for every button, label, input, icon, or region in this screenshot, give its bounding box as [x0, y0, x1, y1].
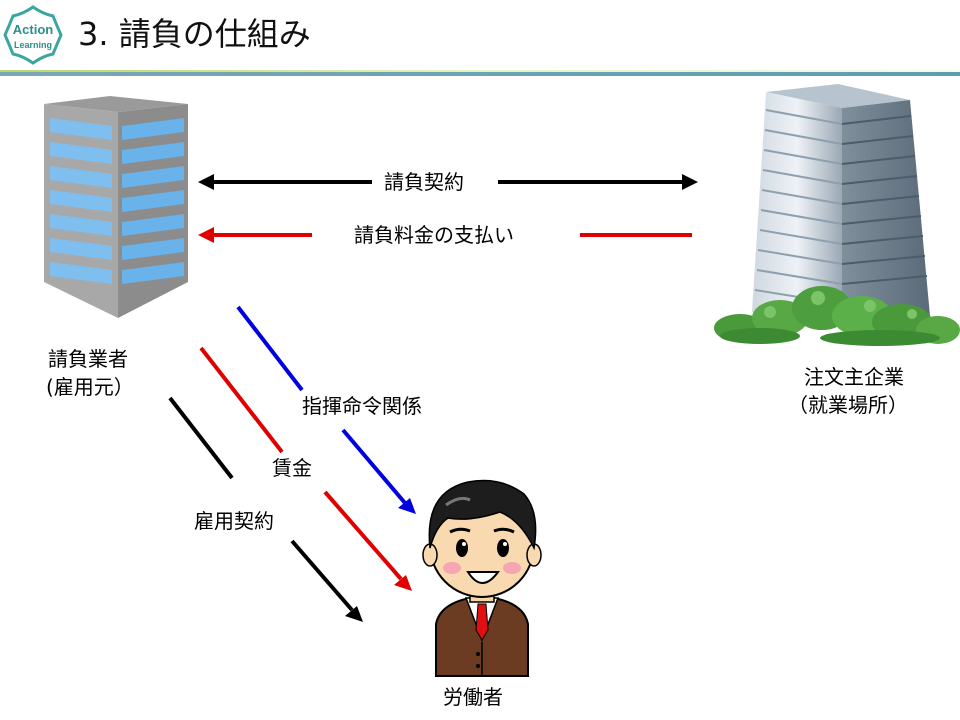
worker-figure-icon [422, 479, 542, 677]
payment-label: 請負料金の支払い [354, 223, 514, 247]
wage-arrow [199, 346, 412, 591]
contract-label: 請負契約 [384, 170, 464, 194]
svg-text:Action: Action [13, 22, 54, 37]
employment-label: 雇用契約 [188, 508, 280, 534]
command-arrow [236, 305, 416, 514]
client-label-line1: 注文主企業 [804, 365, 904, 389]
worker-label: 労働者 [443, 685, 503, 709]
contractor-label-line1: 請負業者 [48, 347, 128, 371]
page-title: 3. 請負の仕組み [78, 15, 311, 53]
svg-text:Learning: Learning [14, 40, 52, 50]
contractor-building-icon [44, 96, 188, 318]
client-building-icon [752, 84, 930, 326]
command-label: 指揮命令関係 [296, 393, 428, 419]
tree-foliage-icon [714, 286, 960, 346]
slide-header: Action Learning 3. 請負の仕組み [0, 0, 960, 84]
client-label-line2: （就業場所） [788, 393, 908, 417]
wage-label: 賃金 [266, 455, 318, 481]
payment-arrow [198, 227, 692, 243]
employment-arrow [168, 396, 363, 622]
header-rule-blue [0, 72, 960, 76]
contractor-label-line2: (雇用元） [46, 375, 134, 399]
contract-arrow [198, 174, 698, 190]
action-learning-logo: Action Learning [3, 5, 63, 65]
